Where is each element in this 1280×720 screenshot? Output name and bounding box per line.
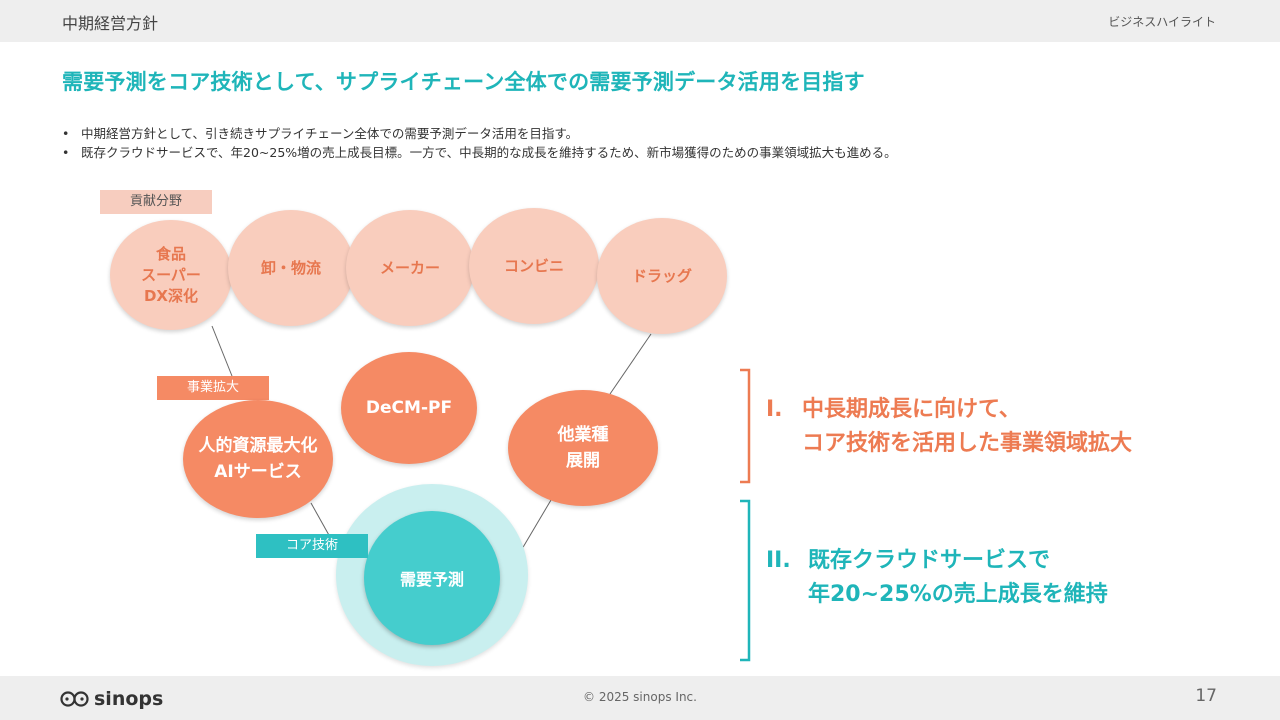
bracket-orange bbox=[740, 368, 751, 484]
bullet-list: 中期経営方針として、引き続きサプライチェーン全体での需要予測データ活用を目指す。… bbox=[62, 124, 897, 162]
tag-business-expansion: 事業拡大 bbox=[157, 376, 269, 400]
bullet-text: 中期経営方針として、引き続きサプライチェーン全体での需要予測データ活用を目指す。 bbox=[81, 126, 579, 141]
circle-wholesale-logistics: 卸・物流 bbox=[228, 210, 354, 326]
circle-drugstore: ドラッグ bbox=[597, 218, 727, 334]
circle-label: メーカー bbox=[379, 258, 440, 277]
logo-text: sinops bbox=[94, 688, 164, 710]
copyright: © 2025 sinops Inc. bbox=[583, 690, 697, 704]
circle-convenience-store: コンビニ bbox=[469, 208, 599, 324]
sinops-logo: sinops bbox=[60, 688, 163, 710]
bullet-item: 中期経営方針として、引き続きサプライチェーン全体での需要予測データ活用を目指す。 bbox=[62, 124, 897, 143]
circle-label: 展開 bbox=[566, 451, 600, 471]
circle-ai-service: 人的資源最大化 AIサービス bbox=[183, 400, 333, 518]
circle-label: スーパー bbox=[141, 265, 201, 284]
point-line: 中長期成長に向けて、 bbox=[802, 397, 1021, 422]
connector-line bbox=[211, 325, 233, 377]
circle-label: DeCM-PF bbox=[365, 398, 453, 418]
bullet-text: 既存クラウドサービスで、年20~25%増の売上成長目標。一方で、中長期的な成長を… bbox=[81, 145, 897, 160]
bracket-teal bbox=[740, 499, 751, 662]
circle-label: ドラッグ bbox=[631, 266, 692, 285]
bullet-item: 既存クラウドサービスで、年20~25%増の売上成長目標。一方で、中長期的な成長を… bbox=[62, 143, 897, 162]
section-tag: ビジネスハイライト bbox=[1108, 15, 1216, 29]
point-number: II. bbox=[766, 548, 791, 573]
footer: sinops © 2025 sinops Inc. 17 bbox=[0, 676, 1280, 720]
slide-headline: 需要予測をコア技術として、サプライチェーン全体での需要予測データ活用を目指す bbox=[62, 70, 865, 94]
point-number: I. bbox=[766, 397, 783, 422]
circle-manufacturer: メーカー bbox=[346, 210, 474, 326]
page-number: 17 bbox=[1195, 686, 1217, 706]
circle-label: 食品 bbox=[155, 244, 186, 263]
circle-label: 卸・物流 bbox=[260, 258, 321, 277]
circle-label: 他業種 bbox=[557, 425, 609, 445]
circle-food-supermarket: 食品 スーパー DX深化 bbox=[110, 220, 232, 330]
circle-decm-pf: DeCM-PF bbox=[341, 352, 477, 464]
circle-demand-forecast: 需要予測 bbox=[364, 511, 500, 645]
point-one: I. 中長期成長に向けて、 コア技術を活用した事業領域拡大 bbox=[766, 393, 1132, 461]
circle-label: DX深化 bbox=[143, 286, 198, 305]
tag-core-technology: コア技術 bbox=[256, 534, 368, 558]
connector-line bbox=[521, 499, 552, 550]
circle-other-industries: 他業種 展開 bbox=[508, 390, 658, 506]
tag-contribution: 貢献分野 bbox=[100, 190, 212, 214]
top-bar: 中期経営方針 ビジネスハイライト bbox=[0, 0, 1280, 42]
infinity-logo-icon bbox=[60, 691, 89, 707]
connector-line bbox=[310, 502, 331, 538]
point-two: II. 既存クラウドサービスで 年20~25%の売上成長を維持 bbox=[766, 544, 1108, 612]
point-line: 年20~25%の売上成長を維持 bbox=[808, 582, 1108, 607]
point-line: コア技術を活用した事業領域拡大 bbox=[802, 431, 1133, 456]
circle-label: コンビニ bbox=[503, 256, 564, 275]
circle-label: 需要予測 bbox=[399, 570, 464, 589]
section-title: 中期経営方針 bbox=[62, 14, 159, 33]
circle-label: 人的資源最大化 bbox=[198, 436, 318, 456]
circle-label: AIサービス bbox=[214, 462, 302, 482]
point-line: 既存クラウドサービスで bbox=[808, 548, 1051, 573]
connector-line bbox=[609, 333, 652, 395]
